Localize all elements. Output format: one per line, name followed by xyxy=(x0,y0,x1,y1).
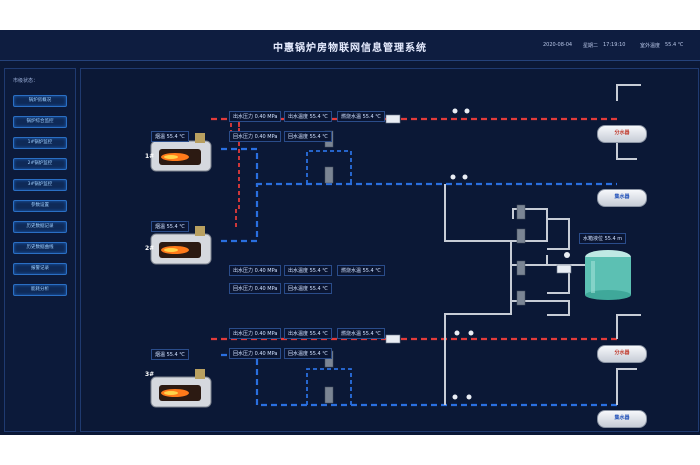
boiler-3-unit[interactable] xyxy=(149,369,217,409)
top-supply-header-label: 分水器 xyxy=(614,130,630,136)
pipe-network xyxy=(211,84,641,407)
nav-item-boiler1[interactable]: 1#锅炉监控 xyxy=(13,137,67,149)
boiler-1-supply-temp: 出水温度 55.4 ℃ xyxy=(284,111,332,122)
boiler-3-supply-temp: 出水温度 55.4 ℃ xyxy=(284,328,332,339)
top-return-header-tank[interactable]: 集水器 xyxy=(597,189,647,207)
process-diagram: 1# 2# 3# 烟温 55.4 ℃ 烟温 55.4 ℃ 烟温 55.4 ℃ 出… xyxy=(80,68,699,432)
water-tank[interactable] xyxy=(583,249,633,301)
boiler-2-label: 2# xyxy=(145,245,155,252)
boiler-1-supply-pressure: 出水压力 0.40 MPa xyxy=(229,111,282,122)
top-return-header-label: 集水器 xyxy=(614,194,630,200)
boiler-3-return-temp: 回水温度 55.4 ℃ xyxy=(284,348,332,359)
nav-item-history-curves[interactable]: 历史数据曲线 xyxy=(13,242,67,254)
boiler-2-supply-pressure: 出水压力 0.40 MPa xyxy=(229,265,282,276)
nav-item-boiler2[interactable]: 2#锅炉监控 xyxy=(13,158,67,170)
boiler-3-label: 3# xyxy=(145,371,155,378)
top-supply-header-tank[interactable]: 分水器 xyxy=(597,125,647,143)
boiler-2-return-temp: 回水温度 55.4 ℃ xyxy=(284,283,332,294)
nav-item-combined-monitor[interactable]: 锅炉综合监控 xyxy=(13,116,67,128)
boiler-3-supply-pressure: 出水压力 0.40 MPa xyxy=(229,328,282,339)
nav-item-overview[interactable]: 锅炉房概况 xyxy=(13,95,67,107)
nav-item-boiler3[interactable]: 3#锅炉监控 xyxy=(13,179,67,191)
boiler-2-return-pressure: 回水压力 0.40 MPa xyxy=(229,283,282,294)
sidebar-title: 市级状态： xyxy=(13,78,39,84)
boiler-2-supply-temp: 出水温度 55.4 ℃ xyxy=(284,265,332,276)
nav-item-alarms[interactable]: 报警记录 xyxy=(13,263,67,275)
nav-item-energy[interactable]: 能耗分析 xyxy=(13,284,67,296)
bottom-return-header-tank[interactable]: 集水器 xyxy=(597,410,647,428)
boiler-1-return-pressure: 回水压力 0.40 MPa xyxy=(229,131,282,142)
page-title: 中惠锅炉房物联网信息管理系统 xyxy=(273,43,427,54)
boiler-1-return-temp: 回水温度 55.4 ℃ xyxy=(284,131,332,142)
date-display: 2020-08-04 xyxy=(543,42,573,48)
boiler-2-burn-temp: 燃烧水温 55.4 ℃ xyxy=(337,265,385,276)
bottom-supply-header-tank[interactable]: 分水器 xyxy=(597,345,647,363)
boiler-1-smoke-temp: 烟温 55.4 ℃ xyxy=(151,131,189,142)
boiler-2-smoke-temp: 烟温 55.4 ℃ xyxy=(151,221,189,232)
outdoor-temp-value: 55.4 ℃ xyxy=(665,42,684,48)
time-display: 17:19:10 xyxy=(603,42,626,48)
boiler-3-burn-temp: 燃烧水温 55.4 ℃ xyxy=(337,328,385,339)
bottom-return-header-label: 集水器 xyxy=(614,415,630,421)
boiler-3-smoke-temp: 烟温 55.4 ℃ xyxy=(151,349,189,360)
boiler-2-unit[interactable] xyxy=(149,226,217,266)
weekday-display: 星期二 xyxy=(583,43,599,49)
boiler-3-return-pressure: 回水压力 0.40 MPa xyxy=(229,348,282,359)
water-tank-level: 水箱液位 55.4 m xyxy=(579,233,627,244)
nav-item-settings[interactable]: 参数设置 xyxy=(13,200,67,212)
sidebar: 市级状态： 锅炉房概况 锅炉综合监控 1#锅炉监控 2#锅炉监控 3#锅炉监控 … xyxy=(4,68,76,432)
boiler-1-burn-temp: 燃烧水温 55.4 ℃ xyxy=(337,111,385,122)
outdoor-temp-label: 室外温度 xyxy=(640,43,661,49)
scada-screen: 中惠锅炉房物联网信息管理系统 2020-08-04 星期二 17:19:10 室… xyxy=(0,30,700,435)
nav-item-history-records[interactable]: 历史数据记录 xyxy=(13,221,67,233)
header-bar: 中惠锅炉房物联网信息管理系统 2020-08-04 星期二 17:19:10 室… xyxy=(0,30,700,61)
bottom-supply-header-label: 分水器 xyxy=(614,350,630,356)
boiler-1-label: 1# xyxy=(145,153,155,160)
